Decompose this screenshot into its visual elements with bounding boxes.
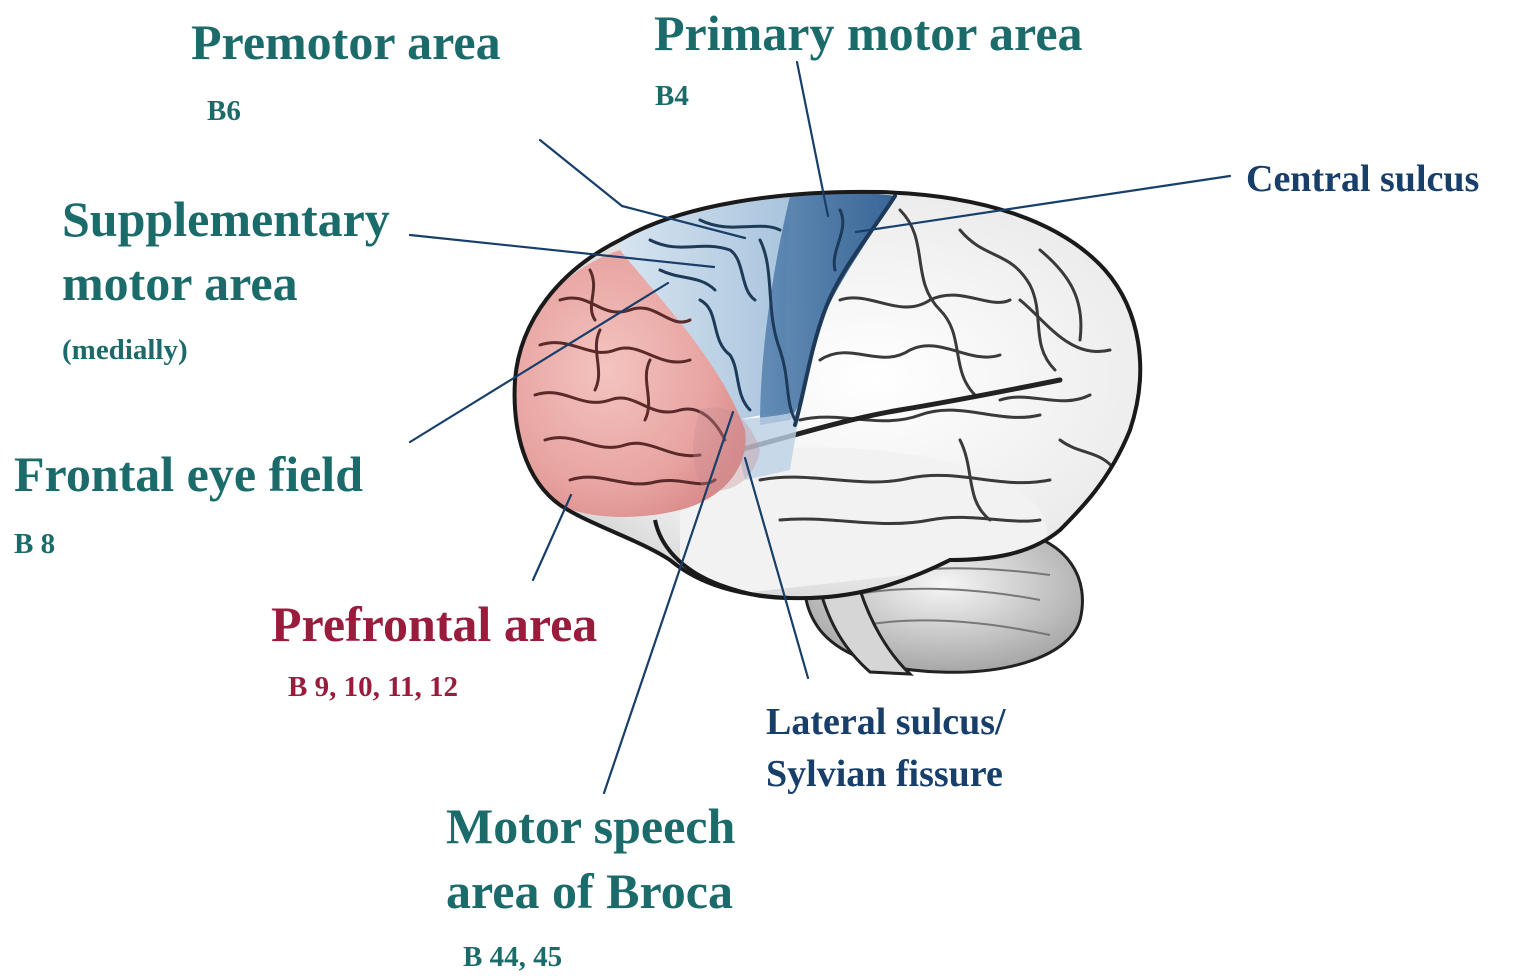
lateral-sulcus-label-line1: Lateral sulcus/ (766, 703, 1006, 741)
premotor-brodmann-code: B6 (207, 97, 241, 126)
supplementary-motor-label-line1: Supplementary (62, 194, 390, 244)
broca-area-label-line2: area of Broca (446, 866, 733, 916)
primary-motor-brodmann-code: B4 (655, 82, 689, 111)
prefrontal-area-label: Prefrontal area (271, 599, 597, 649)
supplementary-motor-note: (medially) (62, 336, 188, 365)
premotor-area-label: Premotor area (191, 17, 501, 67)
central-sulcus-label: Central sulcus (1246, 160, 1479, 198)
prefrontal-leader (533, 495, 571, 580)
broca-area-label-line1: Motor speech (446, 801, 735, 851)
primary-motor-area-label: Primary motor area (654, 8, 1083, 58)
frontal-eye-field-brodmann-code: B 8 (14, 530, 55, 559)
prefrontal-brodmann-code: B 9, 10, 11, 12 (288, 673, 458, 702)
premotor-leader (540, 140, 622, 206)
broca-brodmann-code: B 44, 45 (463, 943, 562, 972)
supplementary-motor-label-line2: motor area (62, 258, 298, 308)
lateral-sulcus-label-line2: Sylvian fissure (766, 755, 1003, 793)
frontal-eye-field-label: Frontal eye field (14, 449, 363, 499)
